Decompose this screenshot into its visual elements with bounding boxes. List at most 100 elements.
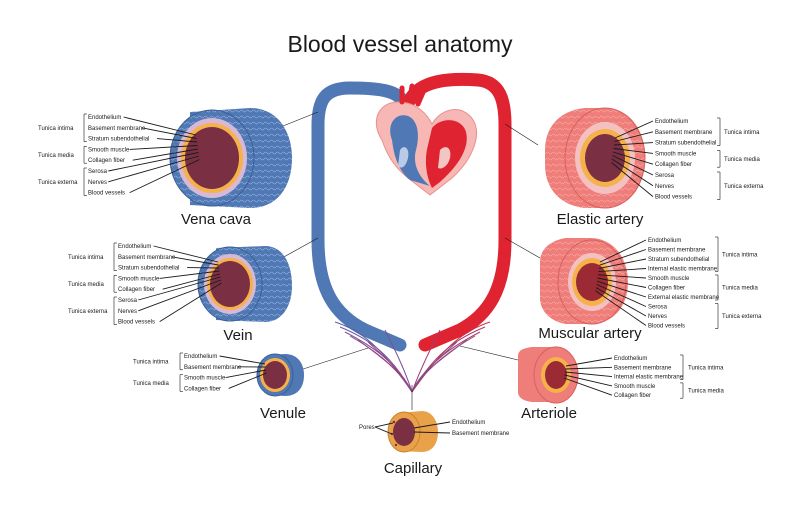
elastic-artery-layer-endothelium: Endothelium (655, 119, 688, 125)
arteriole-group-tunica-intima: Tunica intima (688, 365, 724, 371)
elastic-artery-group-tunica-media: Tunica media (724, 157, 760, 163)
leader-line (108, 152, 199, 172)
leader-line (162, 273, 221, 290)
muscular-artery-group-tunica-intima: Tunica intima (722, 252, 758, 258)
vena-cava-layer-serosa: Serosa (88, 169, 108, 175)
muscular-artery-layer-collagen-fiber: Collagen fiber (648, 286, 685, 292)
vein-layer-basement-membrane: Basement membrane (118, 255, 176, 261)
vena-cava-layer-nerves: Nerves (88, 180, 107, 186)
vena-cava-layer-basement-membrane: Basement membrane (88, 126, 146, 132)
leader-line (597, 274, 647, 279)
leader-line (153, 245, 219, 263)
venule-layer-basement-membrane: Basement membrane (184, 365, 242, 371)
leader-line (612, 155, 654, 176)
venule-layer-collagen-fiber: Collagen fiber (184, 386, 221, 392)
vein-illustration (197, 246, 292, 322)
leader-line (129, 145, 198, 150)
leader-line (108, 155, 200, 183)
capillary-illustration (387, 411, 438, 453)
leader-line (138, 276, 221, 301)
page-title: Blood vessel anatomy (287, 31, 513, 57)
leader-line (597, 277, 647, 288)
muscular-artery-layer-serosa: Serosa (648, 305, 668, 311)
elastic-artery-layer-serosa: Serosa (655, 173, 675, 179)
leader-line (596, 280, 647, 298)
vena-cava-layer-blood-vessels: Blood vessels (88, 191, 125, 197)
arteriole-title: Arteriole (521, 405, 577, 422)
venule-layer-endothelium: Endothelium (184, 354, 217, 360)
muscular-artery-layer-endothelium: Endothelium (648, 238, 681, 244)
vena-cava-group-tunica-media: Tunica media (38, 153, 74, 159)
arteriole-layer-endothelium: Endothelium (614, 356, 647, 362)
connector-lines (281, 111, 541, 410)
capillary-pores-label: Pores (359, 425, 375, 431)
vein-layer-endothelium: Endothelium (118, 244, 151, 250)
arteriole-layer-collagen-fiber: Collagen fiber (614, 393, 651, 399)
leader-line (614, 131, 654, 142)
vena-cava-layer-endothelium: Endothelium (88, 115, 121, 121)
venous-return-vessel (311, 81, 412, 352)
leader-line (599, 249, 647, 266)
leader-line (132, 148, 199, 161)
capillary-bed (334, 321, 491, 393)
leader-line (612, 151, 654, 165)
leader-line (228, 372, 267, 389)
vena-cava-layer-stratum-subendothelial: Stratum subendothelial (88, 137, 149, 143)
arteriole-layer-basement-membrane: Basement membrane (614, 365, 672, 371)
capillary-layer-basement-membrane: Basement membrane (452, 431, 510, 437)
elastic-artery-layer-smooth-muscle: Smooth muscle (655, 151, 697, 157)
vena-cava-illustration (169, 108, 292, 208)
leader-line (614, 120, 654, 139)
muscular-artery-title: Muscular artery (538, 325, 642, 342)
venule-title: Venule (260, 405, 306, 422)
arteriole-group-tunica-media: Tunica media (688, 389, 724, 395)
elastic-artery-layer-blood-vessels: Blood vessels (655, 195, 692, 201)
left-ventricle-chamber (438, 147, 451, 169)
vein-layer-serosa: Serosa (118, 298, 138, 304)
leader-line (613, 142, 654, 146)
vein-group-tunica-media: Tunica media (68, 282, 104, 288)
muscular-artery-group-tunica-externa: Tunica externa (722, 314, 762, 320)
leader-line (159, 270, 220, 279)
vein-layer-stratum-subendothelial: Stratum subendothelial (118, 266, 179, 272)
aortic-arch-branches (399, 83, 427, 107)
muscular-artery-layer-blood-vessels: Blood vessels (648, 324, 685, 330)
leader-line (599, 239, 647, 263)
arteriole-layer-smooth-muscle: Smooth muscle (614, 384, 656, 390)
leader-line (564, 371, 613, 378)
arteriole-layer-internal-elastic-membrane: Internal elastic membrane (614, 375, 684, 381)
leader-line (596, 283, 647, 307)
leader-line (123, 116, 197, 136)
elastic-artery-group-tunica-intima: Tunica intima (724, 130, 760, 136)
muscular-artery-layer-nerves: Nerves (648, 314, 667, 320)
vein-layer-smooth-muscle: Smooth muscle (118, 276, 160, 282)
muscular-artery-layer-internal-elastic-membrane: Internal elastic membrane (648, 267, 718, 273)
capillary-title: Capillary (384, 460, 443, 477)
leader-line (157, 138, 198, 143)
venule-illustration (256, 353, 304, 397)
heart (376, 83, 477, 196)
leader-line (598, 258, 647, 269)
leader-line (141, 127, 197, 139)
elastic-artery-layer-stratum-subendothelial: Stratum subendothelial (655, 141, 716, 147)
vein-group-tunica-intima: Tunica intima (68, 255, 104, 261)
elastic-artery-title: Elastic artery (557, 211, 644, 228)
vena-cava-layer-smooth-muscle: Smooth muscle (88, 147, 130, 153)
muscular-artery-layer-external-elastic-membrane: External elastic membrane (648, 295, 720, 301)
leader-line (129, 159, 200, 194)
muscular-artery-layer-basement-membrane: Basement membrane (648, 248, 706, 254)
leader-line (563, 377, 613, 396)
circulation-loop (311, 72, 512, 393)
arteriole-illustration (518, 346, 579, 404)
elastic-artery-layer-collagen-fiber: Collagen fiber (655, 162, 692, 168)
leader-line (595, 290, 647, 326)
leader-line (598, 268, 647, 273)
vena-cava-layer-collagen-fiber: Collagen fiber (88, 158, 125, 164)
